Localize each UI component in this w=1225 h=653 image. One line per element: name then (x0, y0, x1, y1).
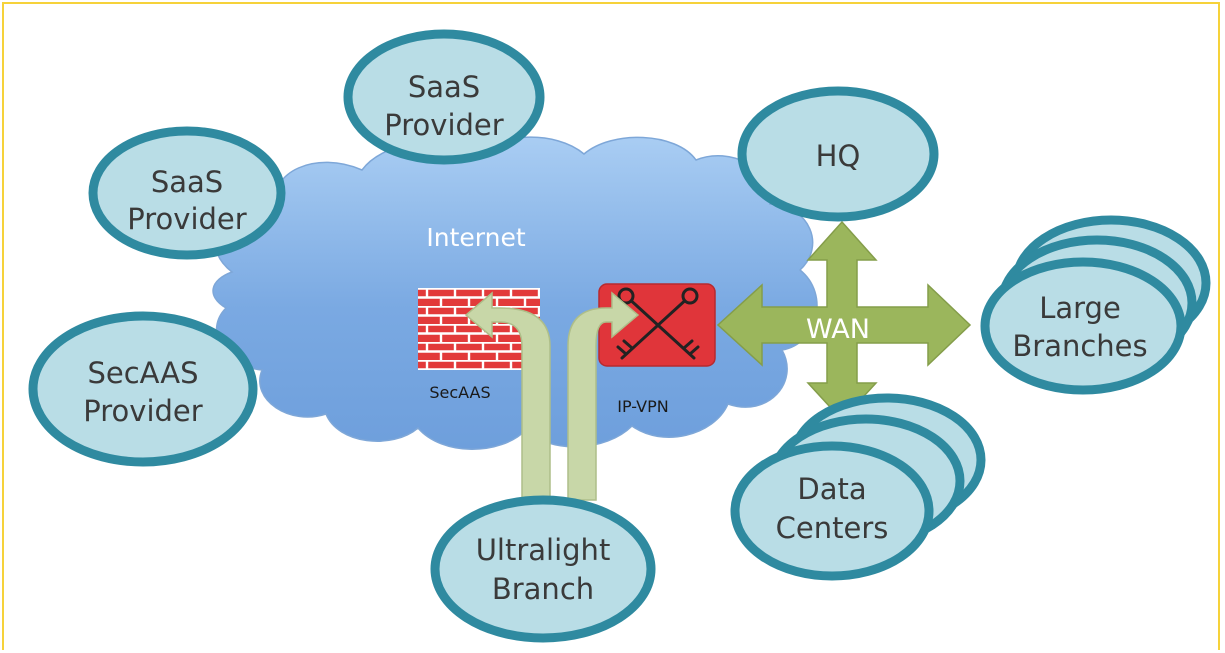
node-ultralight-line1: Ultralight (476, 533, 611, 567)
node-saas-left-line1: SaaS (151, 165, 223, 199)
cloud-label: Internet (426, 223, 525, 252)
node-ultralight-branch: Ultralight Branch (430, 495, 656, 643)
node-secaas-line2: Provider (83, 394, 202, 428)
node-large-branches-line2: Branches (1012, 329, 1147, 363)
ipvpn-path-arrow (567, 291, 640, 501)
node-saas-top-line1: SaaS (408, 70, 480, 104)
node-saas-top: SaaS Provider (343, 29, 545, 165)
ipvpn-box (598, 283, 716, 367)
node-large-branches: Large Branches (980, 215, 1211, 395)
node-saas-left-line2: Provider (127, 202, 246, 236)
wan-label: WAN (806, 314, 870, 345)
crossed-keys-icon (616, 287, 700, 360)
node-data-centers-line1: Data (797, 472, 866, 506)
secaas-label: SecAAS (429, 383, 490, 402)
node-hq-label: HQ (816, 139, 861, 173)
node-large-branches-line1: Large (1039, 291, 1121, 325)
node-data-centers-line2: Centers (776, 511, 889, 545)
node-data-centers: Data Centers (730, 393, 986, 581)
node-secaas-provider: SecAAS Provider (28, 311, 258, 467)
node-secaas-line1: SecAAS (87, 356, 198, 390)
node-saas-left: SaaS Provider (88, 126, 286, 260)
node-ultralight-line2: Branch (492, 572, 594, 606)
node-saas-top-line2: Provider (384, 108, 503, 142)
node-hq: HQ (737, 86, 939, 222)
branch-paths (464, 291, 640, 501)
ipvpn-label: IP-VPN (617, 397, 668, 416)
secaas-path-arrow (464, 291, 551, 501)
